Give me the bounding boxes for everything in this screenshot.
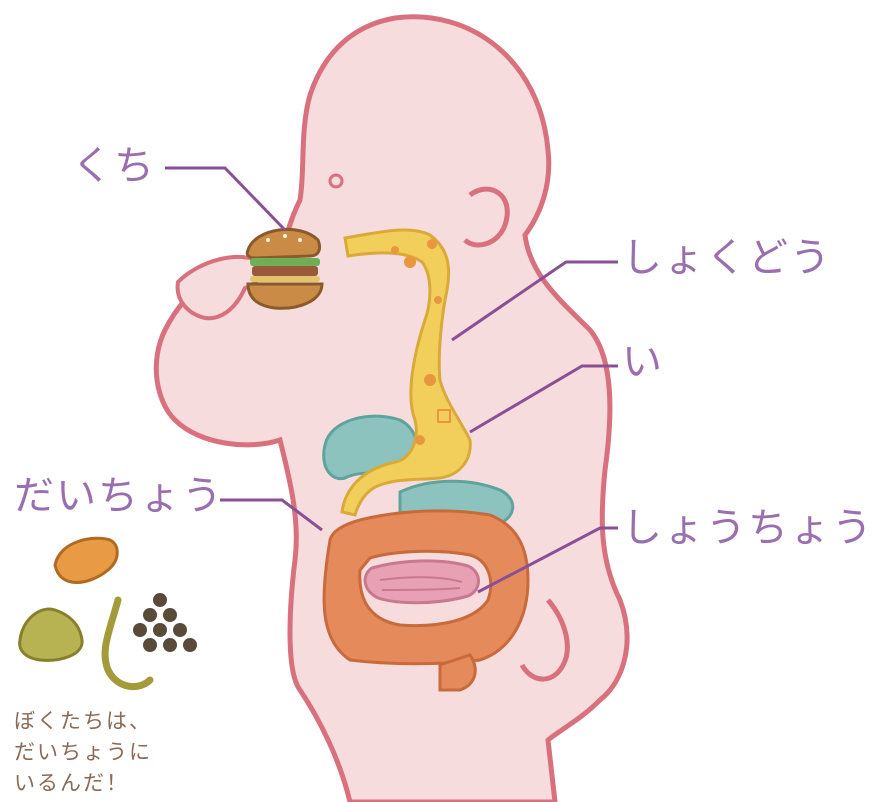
leader-line-mouth [165, 168, 285, 230]
bean-bacteria-icon [55, 538, 117, 582]
bacteria-characters [20, 538, 197, 686]
caption-line-1: ぼくたちは、 [14, 706, 152, 737]
small-intestine [365, 561, 478, 603]
bacteria-caption: ぼくたちは、 だいちょうに いるんだ！ [14, 706, 152, 799]
body-outline [156, 17, 627, 802]
caption-line-3: いるんだ！ [14, 768, 152, 799]
dotted-bacteria-icon [133, 593, 197, 652]
label-large-intestine: だいちょう [14, 476, 224, 516]
caption-line-2: だいちょうに [14, 737, 152, 768]
child-body-silhouette [156, 17, 627, 802]
label-mouth: くち [72, 146, 156, 186]
blob-bacteria-icon [20, 609, 82, 660]
label-stomach: い [622, 342, 664, 382]
label-esophagus: しょくどう [622, 238, 832, 278]
hamburger-icon [247, 229, 322, 308]
label-small-intestine: しょうちょう [622, 508, 874, 548]
ear [465, 189, 507, 245]
